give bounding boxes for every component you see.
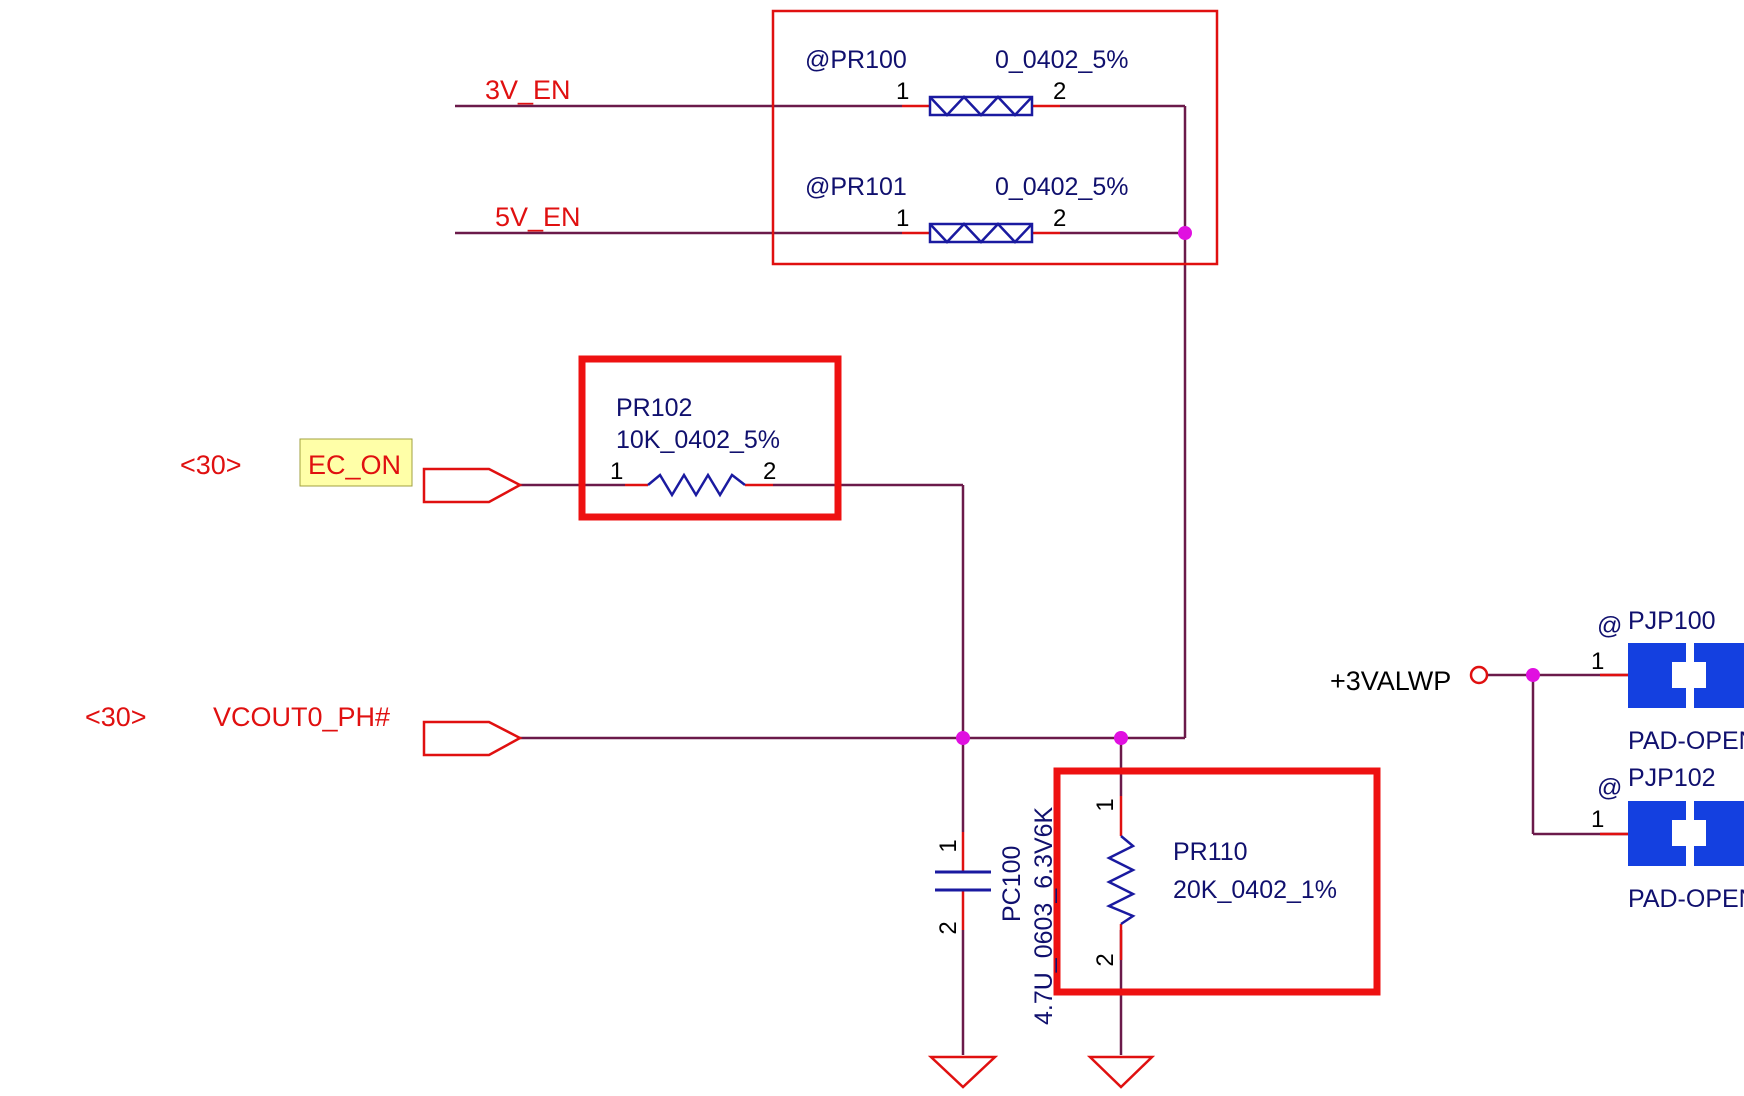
pc100-pin1-label: 1: [935, 839, 962, 852]
pjp100-value: PAD-OPEN: [1628, 727, 1744, 755]
junctions: [956, 226, 1540, 745]
sheet-ref-vcout: <30>: [85, 702, 147, 732]
sheet-ref-ec-on: <30>: [180, 450, 242, 480]
pr102-pin1-label: 1: [610, 458, 623, 485]
pjp102-ref: PJP102: [1628, 764, 1716, 792]
pr101-value: 0_0402_5%: [995, 173, 1128, 201]
pr102-pin2-label: 2: [763, 458, 776, 485]
pc100-ref: PC100: [998, 846, 1026, 922]
pr110-zigzag: [1105, 835, 1136, 926]
highlight-box-pr100-pr101: [771, 9, 1219, 266]
pr101-pin1-label: 1: [896, 205, 909, 232]
pjp102-value: PAD-OPEN: [1628, 885, 1744, 913]
pr102-zigzag: [647, 472, 746, 498]
pjp102-pad-right: [1694, 801, 1744, 866]
pr110-ref: PR110: [1173, 838, 1248, 866]
junction-dot-valwp: [1526, 668, 1540, 682]
pin-stubs: [625, 104, 1628, 960]
pr102-value: 10K_0402_5%: [616, 426, 780, 454]
pr110-value: 20K_0402_1%: [1173, 876, 1337, 904]
jumper-pjp100[interactable]: @ PJP100 1 PAD-OPEN: [1591, 607, 1744, 755]
pjp100-pad-right: [1694, 643, 1744, 708]
net-label-ec-on: EC_ON: [308, 450, 401, 480]
pr100-ref: @PR100: [805, 46, 907, 74]
pjp102-at-prefix: @: [1597, 774, 1622, 802]
resistor-pr100[interactable]: @PR100 0_0402_5% 1 2: [805, 46, 1128, 117]
ground-symbol-pc100: [927, 1055, 999, 1089]
highlight-box-pr102: [578, 355, 842, 521]
resistor-pr102[interactable]: PR102 10K_0402_5% 1 2: [610, 394, 780, 498]
pr100-zigzag: [929, 95, 1033, 117]
junction-dot-vcout-pr102: [956, 731, 970, 745]
resistor-pr101[interactable]: @PR101 0_0402_5% 1 2: [805, 173, 1128, 244]
pr101-ref: @PR101: [805, 173, 907, 201]
capacitor-pc100[interactable]: 1 2 PC100 4.7U_0603_6.3V6K: [935, 806, 1058, 1025]
pjp100-pad-left: [1628, 643, 1686, 708]
pr100-pin2-label: 2: [1053, 78, 1066, 105]
pc100-value: 4.7U_0603_6.3V6K: [1030, 806, 1058, 1025]
jumper-pjp102[interactable]: @ PJP102 1 PAD-OPEN: [1591, 764, 1744, 913]
pr101-zigzag: [929, 222, 1033, 244]
power-label-3valwp: +3VALWP: [1330, 666, 1451, 696]
highlight-box-pr110: [1053, 767, 1381, 996]
pr110-pin1-label: 1: [1092, 798, 1119, 811]
pr102-ref: PR102: [616, 394, 692, 422]
pc100-pin2-label: 2: [935, 921, 962, 934]
ground-symbol-pr110: [1086, 1055, 1156, 1089]
pjp100-ref: PJP100: [1628, 607, 1716, 635]
junction-dot-en: [1178, 226, 1192, 240]
resistor-pr110[interactable]: 1 2 PR110 20K_0402_1%: [1092, 798, 1337, 966]
pr100-value: 0_0402_5%: [995, 46, 1128, 74]
ec-on-label-bg: [299, 438, 413, 487]
pr100-pin1-label: 1: [896, 78, 909, 105]
net-label-vcout: VCOUT0_PH#: [213, 702, 390, 732]
net-label-5v-en: 5V_EN: [495, 202, 581, 232]
junction-dot-vcout-pr110: [1114, 731, 1128, 745]
net-label-3v-en: 3V_EN: [485, 75, 571, 105]
pjp102-pad-left: [1628, 801, 1686, 866]
pjp102-pin1-label: 1: [1591, 806, 1604, 833]
port-flag-ec-on: [422, 467, 523, 504]
pjp100-at-prefix: @: [1597, 612, 1622, 640]
port-flag-vcout: [422, 720, 523, 757]
pr101-pin2-label: 2: [1053, 205, 1066, 232]
pjp100-pin1-label: 1: [1591, 648, 1604, 675]
power-port-3valwp: [1469, 665, 1489, 685]
pr110-pin2-label: 2: [1092, 953, 1119, 966]
